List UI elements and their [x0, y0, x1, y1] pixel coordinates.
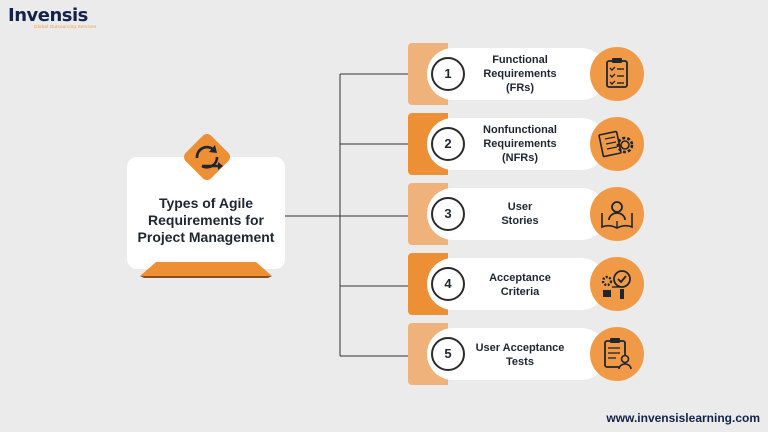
item-label-line: (NFRs) [501, 152, 539, 164]
item-number: 5 [431, 337, 465, 371]
center-title-line: Project Management [137, 229, 275, 245]
center-title-line: Types of Agile [158, 195, 254, 211]
item-label: User Stories [470, 200, 570, 228]
brand-name: Invensis [8, 5, 88, 26]
item-label-line: Requirements [483, 138, 557, 150]
clipboard-user-icon [590, 327, 644, 381]
item-number: 4 [431, 267, 465, 301]
agile-cycle-icon [184, 134, 230, 180]
item-label-line: Acceptance [489, 272, 551, 284]
user-book-icon [590, 187, 644, 241]
item-label: Acceptance Criteria [470, 271, 570, 299]
invensis-logo: Invensis Global Outsourcing Services [8, 5, 97, 30]
item-label: Nonfunctional Requirements (NFRs) [470, 123, 570, 165]
item-label: User Acceptance Tests [470, 341, 570, 369]
gears-checkmark-icon [590, 257, 644, 311]
item-label-line: Tests [506, 356, 534, 368]
item-label-line: (FRs) [505, 82, 535, 94]
item-number: 2 [431, 127, 465, 161]
website-url: www.invensislearning.com [606, 411, 760, 425]
item-number: 3 [431, 197, 465, 231]
brand-tagline: Global Outsourcing Services [34, 24, 97, 29]
item-label-line: Nonfunctional [483, 124, 557, 136]
clipboard-checklist-icon [590, 47, 644, 101]
item-label-line: Requirements [483, 68, 557, 80]
item-label-line: User [507, 201, 533, 213]
center-title: Types of Agile Requirements for Project … [127, 195, 285, 246]
item-number: 1 [431, 57, 465, 91]
center-title-line: Requirements for [148, 212, 264, 228]
center-card-base [140, 262, 272, 278]
item-label-line: Criteria [500, 286, 540, 298]
item-label: Functional Requirements (FRs) [470, 53, 570, 95]
item-label-line: Stories [501, 215, 539, 227]
item-label-line: Functional [492, 54, 548, 66]
documents-gear-icon [590, 117, 644, 171]
item-label-line: User Acceptance [475, 342, 565, 354]
